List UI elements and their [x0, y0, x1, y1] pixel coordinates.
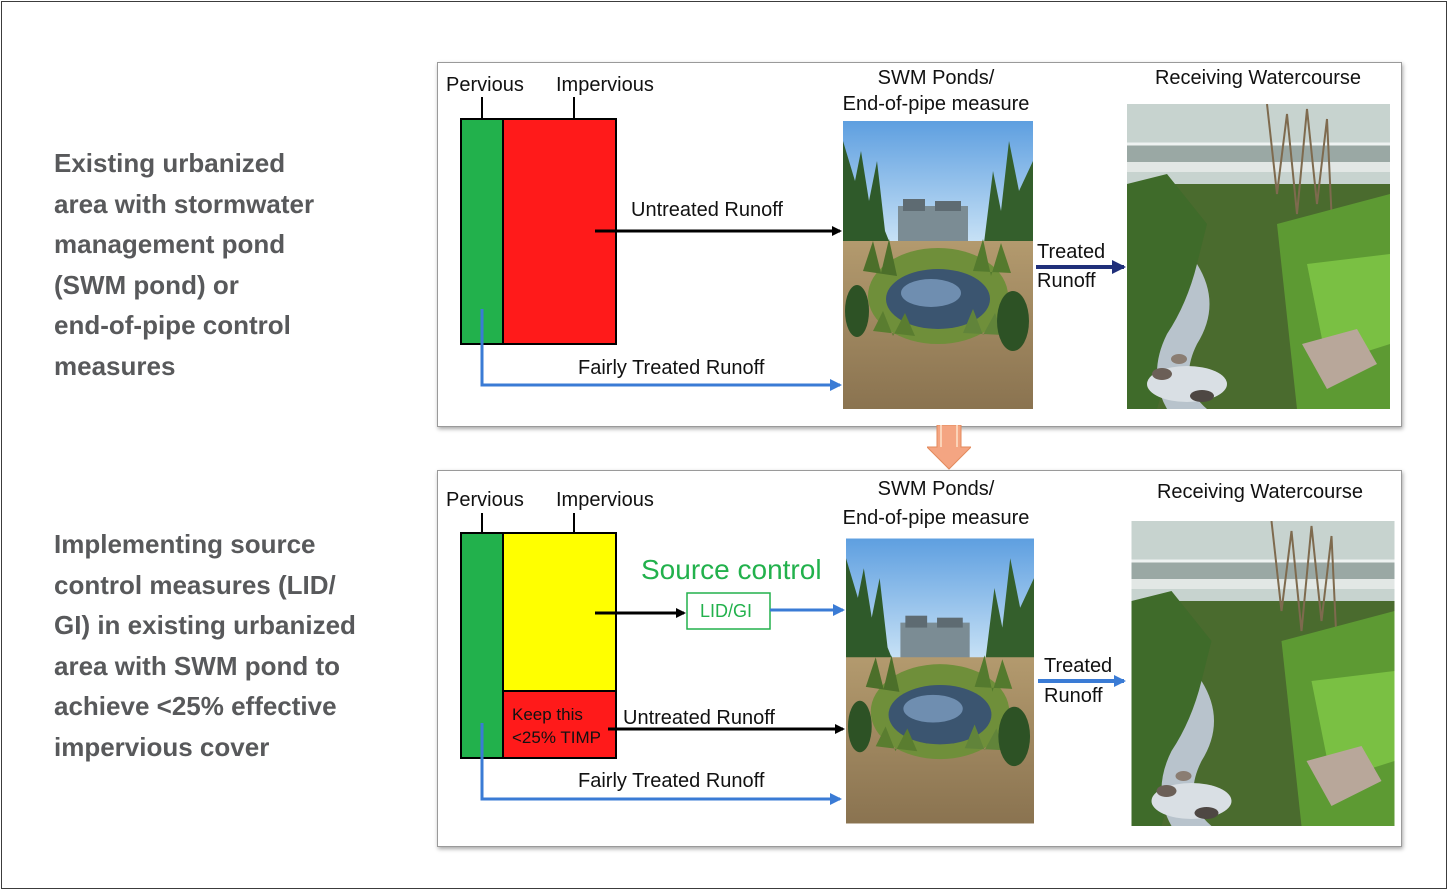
label-untreated-runoff: Untreated Runoff [623, 707, 775, 729]
label-lid-gi: LID/GI [700, 601, 753, 621]
panel-source-control: Pervious Impervious Source control LID/G… [437, 470, 1402, 847]
caption-source-control: Implementing source control measures (LI… [54, 529, 356, 762]
label-ponds-1: SWM Ponds/ [877, 478, 995, 500]
label-untreated-runoff: Untreated Runoff [631, 199, 783, 221]
impervious-block-yellow [502, 532, 617, 692]
label-ponds-2: End-of-pipe measure [842, 507, 1030, 529]
label-impervious: Impervious [556, 489, 654, 511]
label-timp: <25% TIMP [512, 728, 601, 747]
label-treated: Treated [1037, 241, 1106, 263]
label-ponds-2: End-of-pipe measure [842, 93, 1030, 115]
label-runoff: Runoff [1044, 685, 1103, 707]
label-ponds-1: SWM Ponds/ [877, 67, 995, 89]
stream-photo [1127, 104, 1390, 409]
label-source-control: Source control [641, 554, 822, 585]
pond-photo [846, 537, 1034, 825]
label-pervious: Pervious [446, 489, 524, 511]
label-watercourse: Receiving Watercourse [1154, 67, 1362, 89]
down-arrow-icon [927, 425, 971, 470]
label-fairly-treated: Fairly Treated Runoff [578, 357, 765, 379]
pervious-block [460, 118, 504, 345]
label-pervious: Pervious [446, 74, 524, 96]
panel-existing: Pervious Impervious Untreated Runoff Fai… [437, 62, 1402, 427]
label-runoff: Runoff [1037, 270, 1096, 292]
impervious-block-red [502, 118, 617, 345]
caption-existing-area: Existing urbanized area with stormwater … [54, 148, 315, 381]
label-fairly-treated: Fairly Treated Runoff [578, 770, 765, 792]
pond-photo [843, 121, 1033, 409]
label-treated: Treated [1044, 655, 1113, 677]
stream-photo [1130, 521, 1396, 826]
pervious-block [460, 532, 504, 759]
label-impervious: Impervious [556, 74, 654, 96]
label-keep-this: Keep this [512, 705, 583, 724]
label-watercourse: Receiving Watercourse [1156, 481, 1364, 503]
